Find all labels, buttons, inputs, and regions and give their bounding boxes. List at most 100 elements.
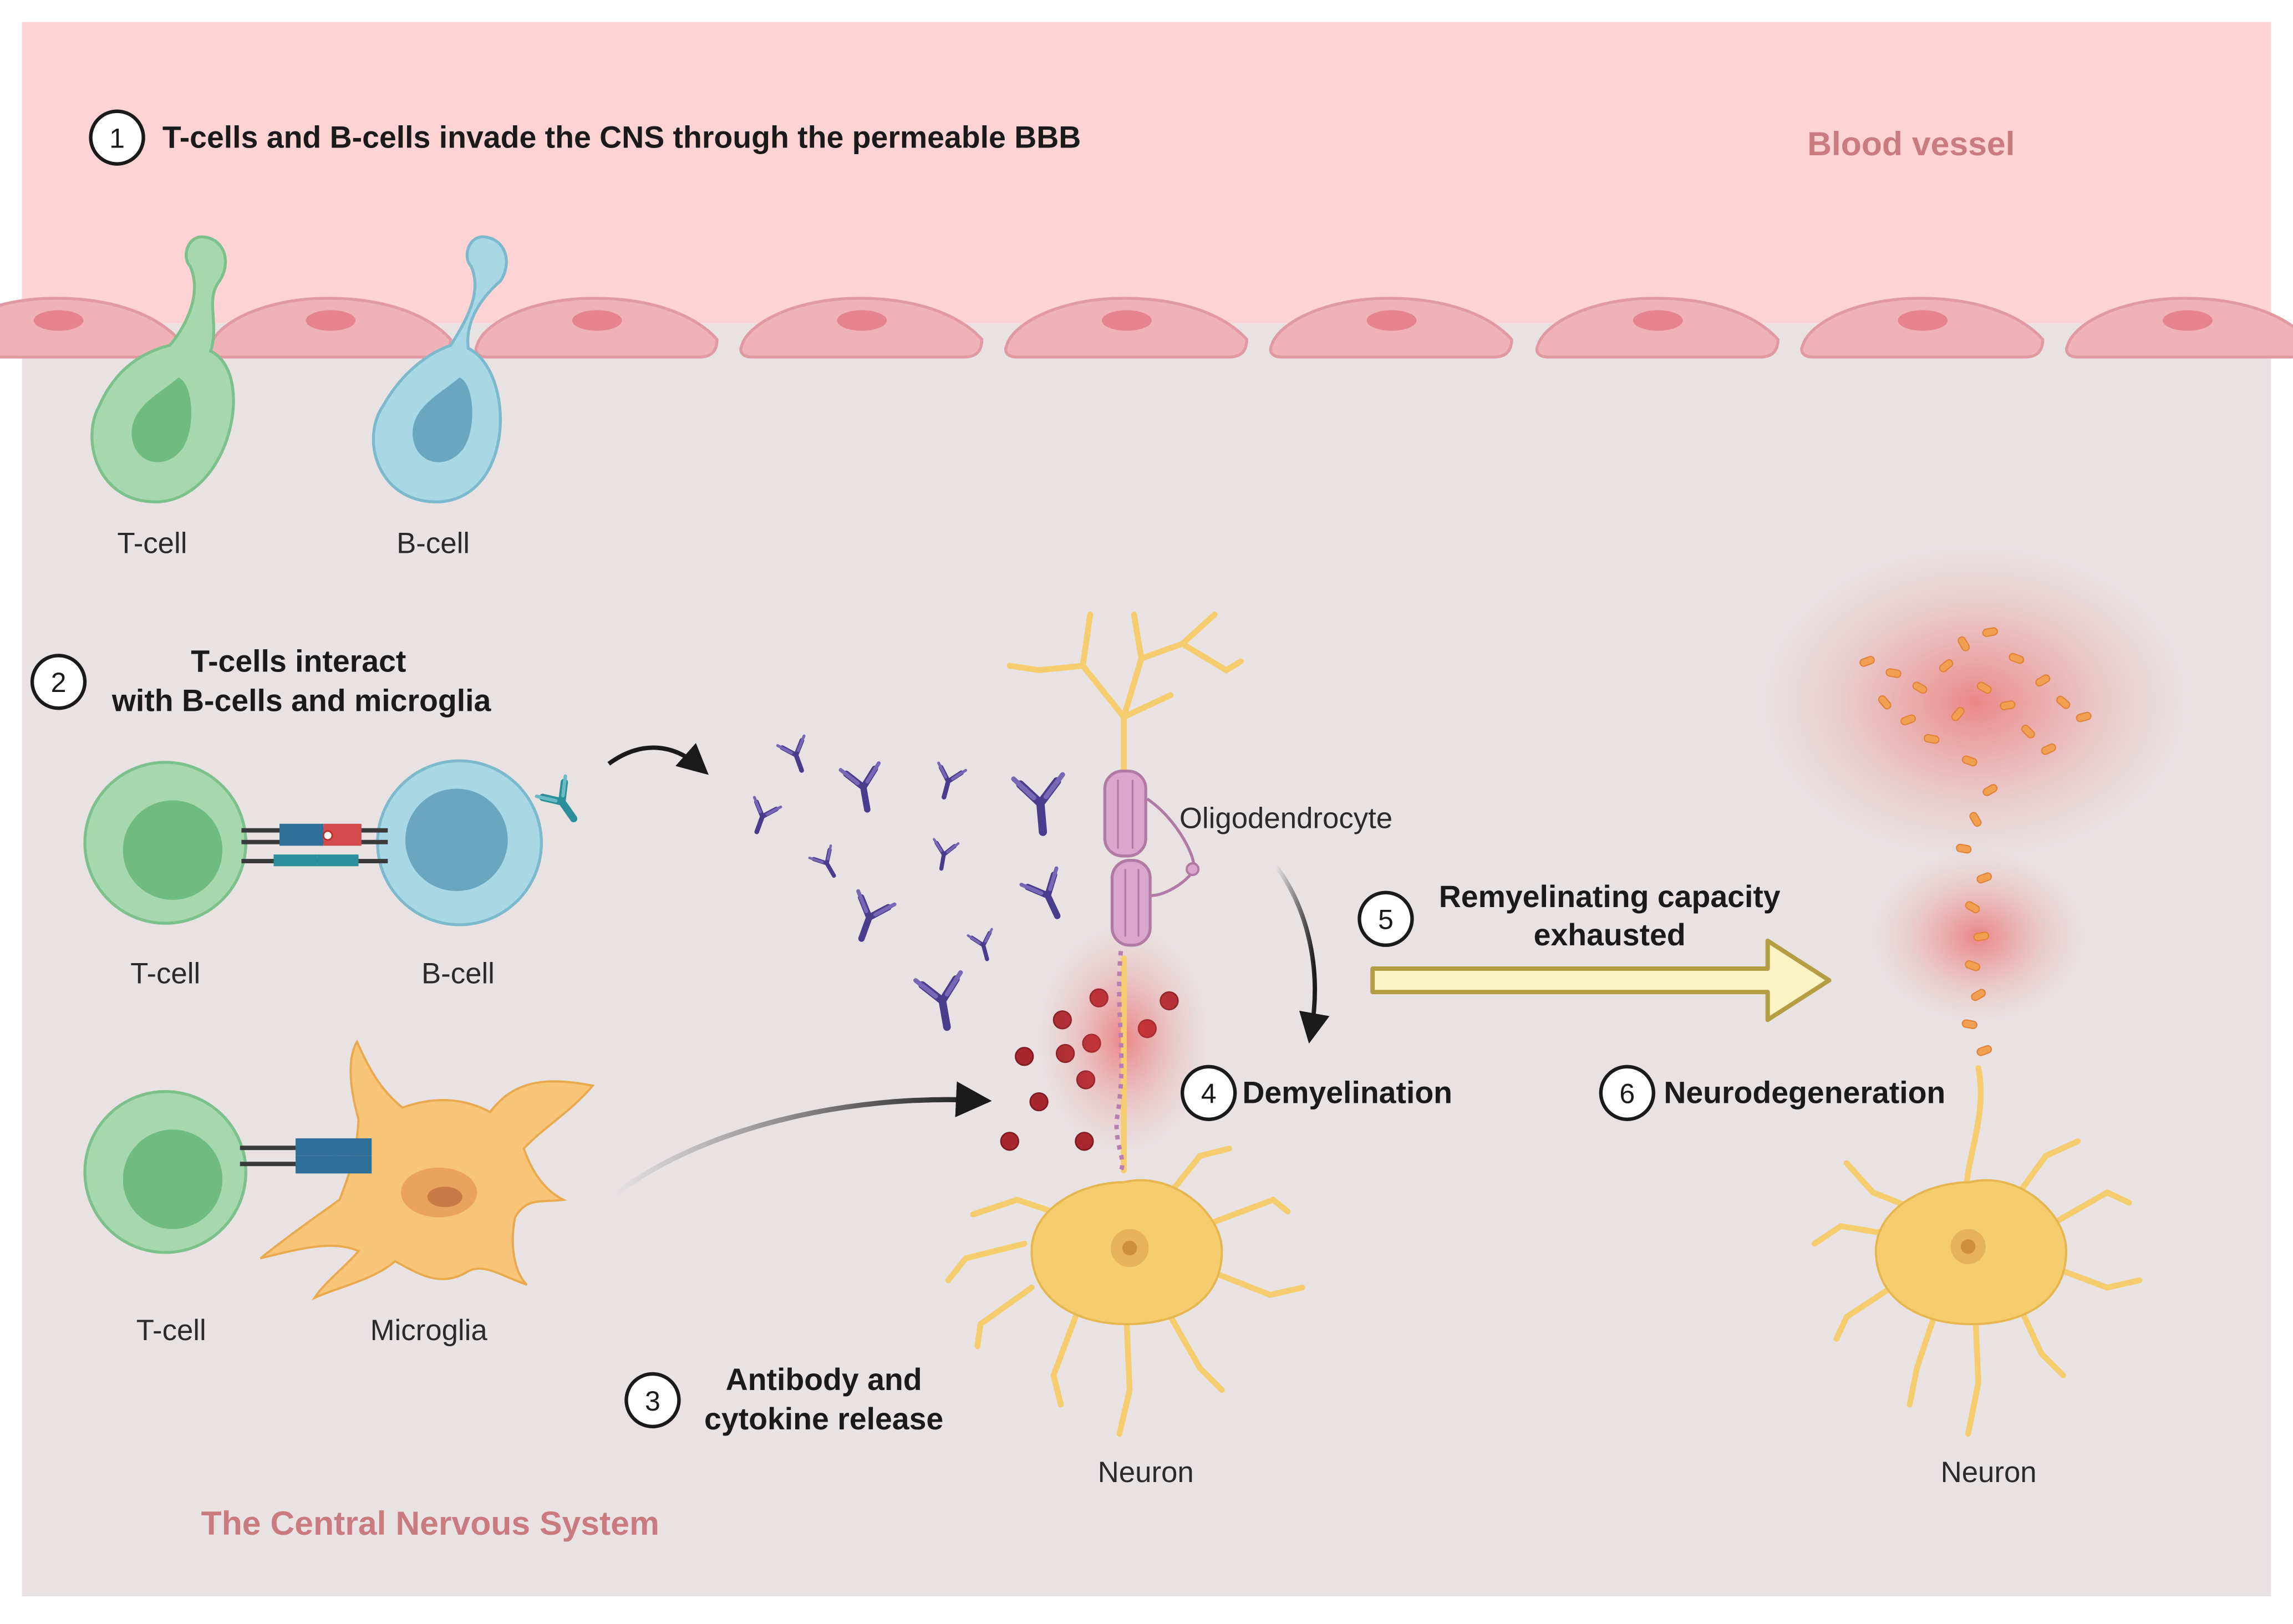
neuron-fragment — [1951, 707, 1965, 721]
curved-arrow-icon — [607, 743, 709, 775]
neuron-label: Neuron — [1941, 1456, 2037, 1489]
antibody-icon — [753, 796, 782, 834]
step-number-badge — [1358, 890, 1414, 947]
step-number: 5 — [1378, 904, 1394, 935]
antibody-icon — [776, 734, 806, 773]
neuron-fragment — [2041, 743, 2056, 755]
blood-vessel-region — [22, 22, 2271, 324]
step-number: 2 — [51, 667, 67, 698]
block-arrow-icon — [1370, 938, 1832, 1022]
neuron-fragment — [1976, 872, 1992, 884]
step-number-badge — [624, 1372, 681, 1429]
cytokine-icon — [1000, 1132, 1019, 1151]
endothelial-cell — [208, 297, 453, 359]
endothelial-cell — [1535, 297, 1780, 359]
cytokine-icon — [1015, 1047, 1034, 1066]
antibody-icon — [933, 838, 960, 871]
neuron-fragment — [1969, 812, 1982, 827]
antibody-icon — [535, 774, 578, 823]
neuron-fragment — [1878, 695, 1892, 710]
step-number-badge — [1599, 1065, 1656, 1121]
step-number-badge — [89, 109, 145, 166]
b-cell-label: B-cell — [421, 957, 495, 990]
t-cell-b-cell-interaction — [83, 759, 578, 926]
neuron-fragment — [1859, 655, 1875, 667]
endothelial-cell — [2065, 297, 2293, 359]
step-number-badge — [1180, 1065, 1237, 1121]
antibody-icon — [913, 970, 963, 1031]
cytokine-icon — [1029, 1092, 1049, 1112]
neuron-fragment — [1976, 1045, 1992, 1056]
antibody-icon — [967, 928, 993, 961]
neuron-fragment — [2056, 695, 2071, 709]
neuron-icon — [1756, 541, 2195, 1437]
b-cell-icon — [372, 235, 508, 503]
neuron-fragment — [1961, 1019, 1977, 1030]
step-1: 1 T-cells and B-cells invade the CNS thr… — [89, 109, 1081, 166]
t-cell-label: T-cell — [130, 957, 200, 990]
neuron-fragment — [1885, 668, 1901, 678]
antibody-cloud — [753, 734, 1065, 1031]
neuron-fragment — [1900, 714, 1916, 726]
neuron-fragment — [1912, 681, 1928, 694]
antibody-icon — [937, 761, 968, 800]
t-cell-microglia-interaction — [83, 1039, 595, 1301]
antibody-icon — [808, 844, 836, 878]
neuron-fragment — [2021, 725, 2035, 739]
step-5: 5 Remyelinating capacity exhausted — [1358, 879, 1781, 952]
t-cell-label: T-cell — [136, 1314, 206, 1347]
antibody-icon — [1011, 772, 1065, 836]
step-text: Neurodegeneration — [1664, 1076, 1945, 1110]
curved-arrow-icon — [1274, 864, 1330, 1044]
antibody-icon — [838, 761, 881, 813]
step-number: 6 — [1619, 1078, 1635, 1109]
blood-vessel-label: Blood vessel — [1807, 125, 2015, 162]
neuron-fragment — [1939, 659, 1954, 673]
step-text-line-2: with B-cells and microglia — [111, 684, 492, 718]
microglia-label: Microglia — [370, 1314, 488, 1347]
oligodendrocyte-label: Oligodendrocyte — [1179, 802, 1392, 835]
microglia-icon — [260, 1039, 595, 1301]
step-text-line-1: T-cells interact — [191, 644, 406, 678]
neuron-fragment — [1982, 784, 1998, 797]
step-4: 4 Demyelination — [1180, 1065, 1452, 1121]
neuron-fragment — [1973, 931, 1990, 941]
neuron-fragment — [1965, 960, 1980, 971]
neuron-fragment — [2000, 700, 2016, 710]
neuron-label: Neuron — [1098, 1456, 1194, 1489]
neuron-fragment — [2076, 711, 2092, 722]
step-text-line-1: Antibody and — [726, 1362, 922, 1397]
curved-arrow-icon — [610, 1081, 992, 1199]
neuron-fragment — [2035, 674, 2051, 687]
step-text-line-2: cytokine release — [704, 1402, 943, 1436]
endothelial-cell — [474, 297, 719, 359]
step-3: 3 Antibody and cytokine release — [624, 1362, 943, 1436]
endothelial-cell — [0, 297, 180, 359]
b-cell-label: B-cell — [396, 527, 470, 560]
endothelial-cell — [1800, 297, 2045, 359]
endothelial-cell — [1269, 297, 1513, 359]
antibody-icon — [856, 889, 897, 942]
step-text: Demyelination — [1242, 1076, 1452, 1110]
neuron-fragment — [1924, 734, 1940, 744]
neuron-fragment — [1971, 989, 1986, 1001]
t-cell-icon — [90, 235, 235, 503]
neuron-fragment — [1965, 901, 1980, 914]
cns-label: The Central Nervous System — [201, 1504, 659, 1542]
neuron-fragment — [1982, 627, 1998, 637]
endothelial-layer — [0, 297, 2293, 359]
receptor-complex — [240, 1138, 372, 1174]
neuron-fragment — [1956, 843, 1972, 854]
neuron-fragment — [2009, 653, 2025, 664]
neuron-fragment — [1958, 636, 1970, 651]
step-text-line-1: Remyelinating capacity — [1439, 879, 1781, 914]
step-number: 1 — [109, 123, 125, 154]
t-cell-label: T-cell — [117, 527, 187, 560]
step-number-badge — [30, 654, 87, 710]
receptor-complex — [241, 823, 388, 867]
neuron-fragment — [1961, 755, 1977, 767]
endothelial-cell — [739, 297, 984, 359]
neuron-fragment — [1976, 681, 1992, 694]
